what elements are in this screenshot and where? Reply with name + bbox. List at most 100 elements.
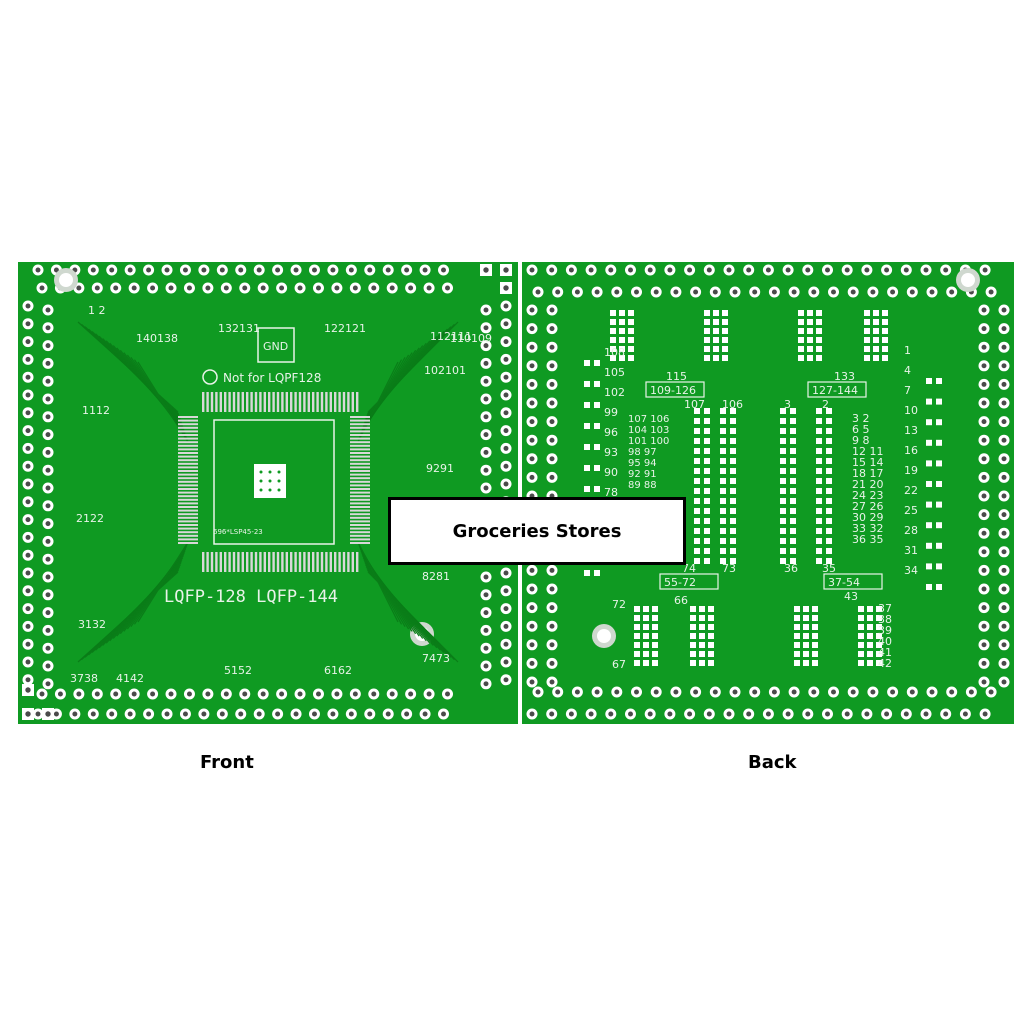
pad-hole — [45, 432, 51, 438]
header-pad — [694, 488, 700, 494]
header-pad — [826, 498, 832, 504]
qfp-pad-left — [178, 498, 198, 501]
qfp-pad-left — [178, 441, 198, 444]
pad-hole — [765, 711, 771, 717]
pad-hole — [614, 289, 620, 295]
thermal-via — [268, 488, 272, 492]
back-left-number: 72 — [612, 598, 626, 611]
header-pad — [794, 633, 800, 639]
pad-hole — [831, 289, 836, 295]
side-pad — [594, 486, 600, 492]
header-pad — [790, 498, 796, 504]
pad-hole — [45, 378, 51, 384]
qfp-pad-bottom — [232, 552, 236, 572]
back-inner-number: 98 97 — [628, 447, 657, 458]
header-pad — [704, 468, 710, 474]
header-pad — [713, 337, 719, 343]
pad-hole — [293, 711, 299, 717]
header-pad — [699, 624, 705, 630]
pad-hole — [831, 689, 836, 695]
side-pad — [936, 378, 942, 384]
side-pad — [584, 381, 590, 387]
side-pad — [926, 460, 932, 467]
header-pad — [722, 319, 728, 325]
qfp-pad-top — [312, 392, 315, 412]
front-pin-label: 110109 — [450, 332, 492, 345]
pad-hole — [929, 289, 935, 295]
back-header-label: 107 — [684, 398, 705, 411]
qfp-pad-bottom — [290, 552, 293, 572]
pad-hole — [483, 325, 489, 331]
side-pad — [926, 439, 932, 446]
qfp-pad-left — [178, 538, 198, 541]
header-pad — [694, 538, 700, 544]
header-pad — [720, 408, 726, 414]
header-pad — [708, 660, 714, 666]
pad-hole — [168, 691, 174, 697]
header-pad — [798, 337, 804, 343]
back-inner-number: 107 106 — [628, 414, 669, 425]
side-pad — [926, 563, 932, 570]
header-pad — [816, 448, 822, 454]
header-pad — [713, 310, 719, 316]
qfp-pad-left — [178, 448, 198, 451]
pad-hole — [389, 691, 395, 697]
pad-hole — [981, 549, 987, 555]
header-pad — [790, 528, 796, 534]
pad-hole — [981, 586, 987, 592]
header-pad — [790, 488, 796, 494]
back-inner-number: 21 20 — [852, 478, 884, 491]
pad-hole — [693, 689, 699, 695]
header-pad — [704, 310, 710, 316]
qfp-pad-right — [350, 444, 370, 447]
qfp-pad-right — [350, 520, 370, 523]
pad-hole — [25, 356, 31, 362]
header-pad — [780, 528, 786, 534]
pad-hole — [146, 267, 152, 273]
header-pad — [704, 508, 710, 514]
header-pad — [730, 418, 736, 424]
header-pad — [628, 310, 634, 316]
pad-hole — [535, 289, 541, 295]
front-chip-label: 696*LSP45-23 — [213, 528, 263, 536]
side-pad — [594, 444, 600, 450]
header-pad — [876, 660, 882, 666]
pad-hole — [45, 396, 51, 402]
header-pad — [720, 428, 726, 434]
range-box — [807, 381, 867, 398]
header-pad — [720, 438, 726, 444]
header-pad — [704, 478, 710, 484]
header-pad — [780, 518, 786, 524]
header-pad — [652, 615, 658, 621]
qfp-pad-left — [178, 459, 198, 462]
header-pad — [708, 642, 714, 648]
back-right-number: 16 — [904, 444, 918, 457]
pad-hole — [242, 285, 248, 291]
pad-hole — [1001, 493, 1007, 499]
header-pad — [634, 642, 640, 648]
qfp-pad-bottom — [312, 552, 315, 572]
pad-hole — [608, 711, 614, 717]
header-pad — [694, 428, 700, 434]
qfp-pad-left — [178, 534, 198, 537]
qfp-pad-right — [350, 484, 370, 487]
back-right-number: 42 — [878, 657, 892, 670]
qfp-outline — [213, 419, 335, 545]
header-pad — [826, 528, 832, 534]
pad-hole — [850, 289, 856, 295]
header-pad — [628, 346, 634, 352]
qfp-pad-top — [329, 392, 332, 412]
qfp-pad-top — [281, 392, 284, 412]
header-pad — [794, 642, 800, 648]
front-board: GND Not for LQPF128 696*LSP45-23 LQFP-12… — [18, 262, 518, 724]
qfp-pad-bottom — [347, 552, 350, 572]
header-pad — [807, 310, 813, 316]
pad-hole — [109, 267, 115, 273]
back-header-pads — [584, 310, 942, 666]
header-pad — [722, 328, 728, 334]
pad-hole — [426, 691, 432, 697]
pad-hole — [503, 321, 509, 327]
side-pad — [594, 402, 600, 408]
pad-hole — [549, 344, 555, 350]
